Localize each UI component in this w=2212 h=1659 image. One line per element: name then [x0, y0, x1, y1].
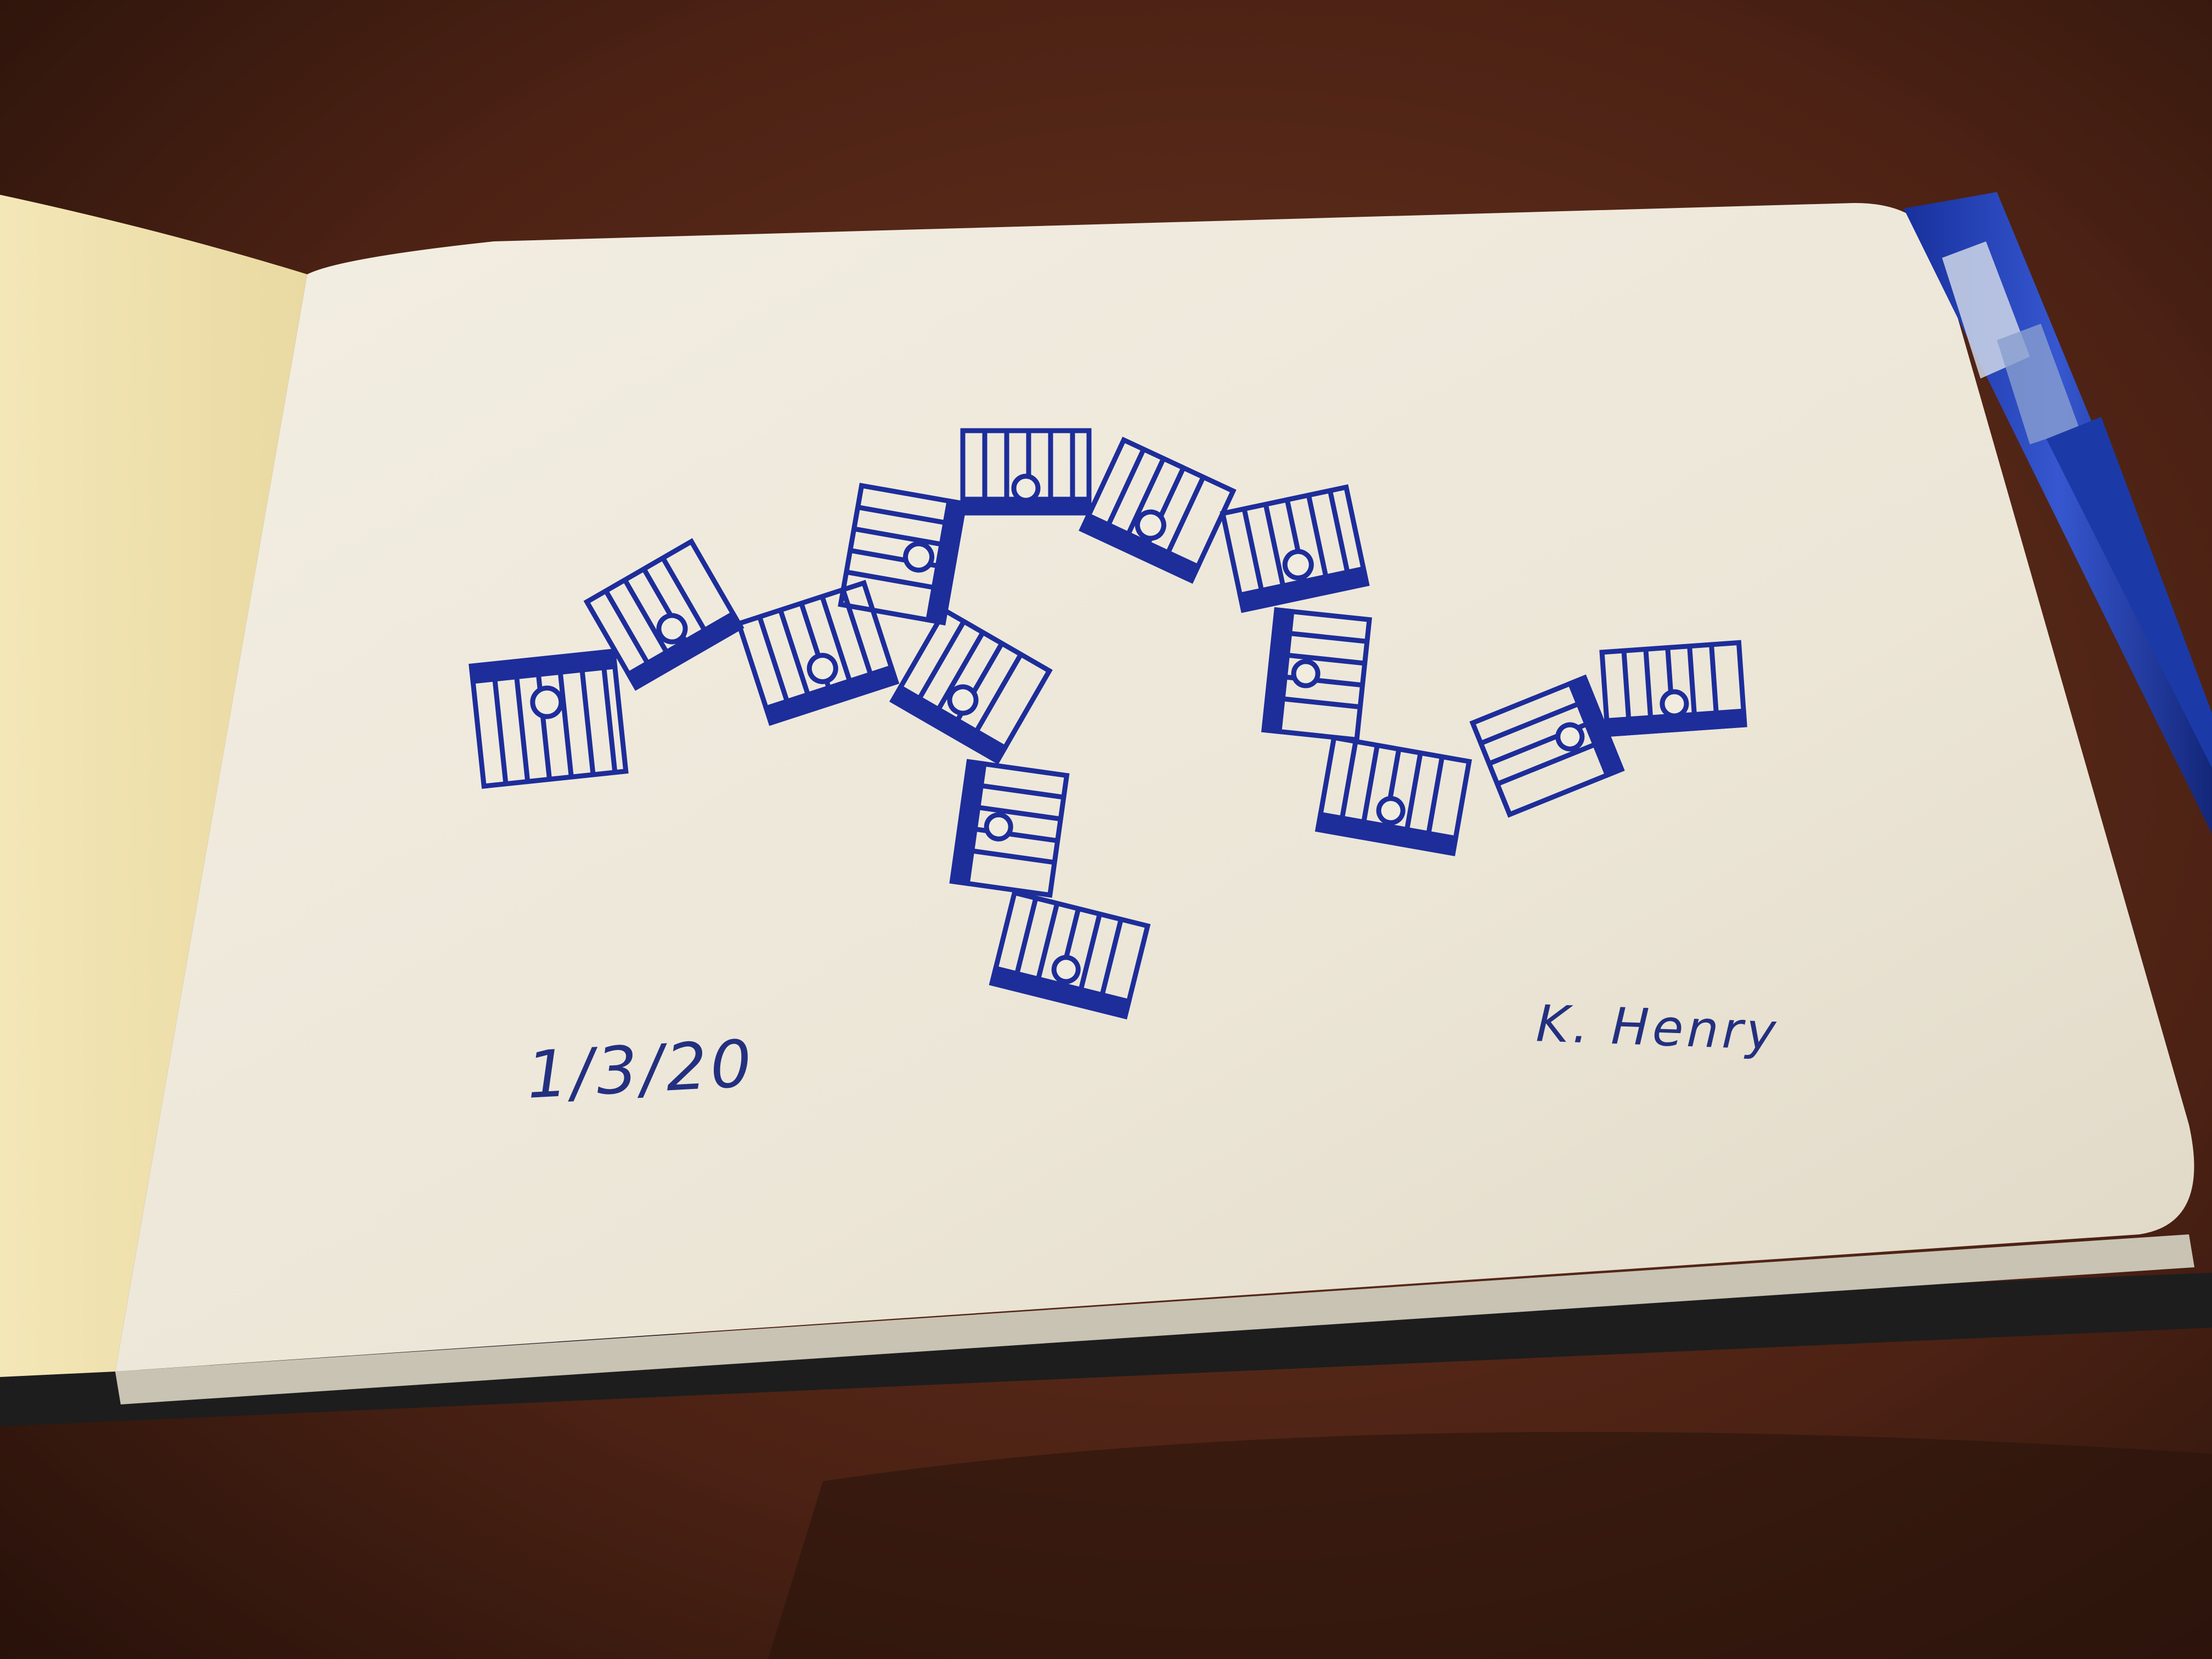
ink-drawing-of-tiles — [469, 428, 1747, 1020]
tile — [1220, 484, 1370, 613]
tile — [469, 648, 629, 789]
page-edges — [115, 1234, 2194, 1404]
tile — [583, 538, 744, 691]
tile — [949, 759, 1070, 898]
sketchbook-right-page — [115, 203, 2194, 1372]
tile — [960, 428, 1092, 516]
blue-pen — [1904, 192, 2212, 834]
handwritten-signature: K. Henry — [1535, 994, 1780, 1062]
tile — [1599, 640, 1747, 737]
tile — [1314, 735, 1472, 856]
handwritten-date: 1/3/20 — [524, 1025, 757, 1113]
tile — [735, 579, 900, 726]
tile — [838, 482, 967, 626]
tile — [1469, 674, 1625, 818]
tile — [1079, 436, 1237, 584]
tile — [1261, 607, 1372, 743]
tile — [989, 889, 1151, 1020]
table-reflection — [768, 1432, 2212, 1659]
tile — [889, 607, 1053, 765]
sketchbook-cover — [0, 1273, 2212, 1426]
sketchbook-left-page — [0, 195, 307, 1377]
